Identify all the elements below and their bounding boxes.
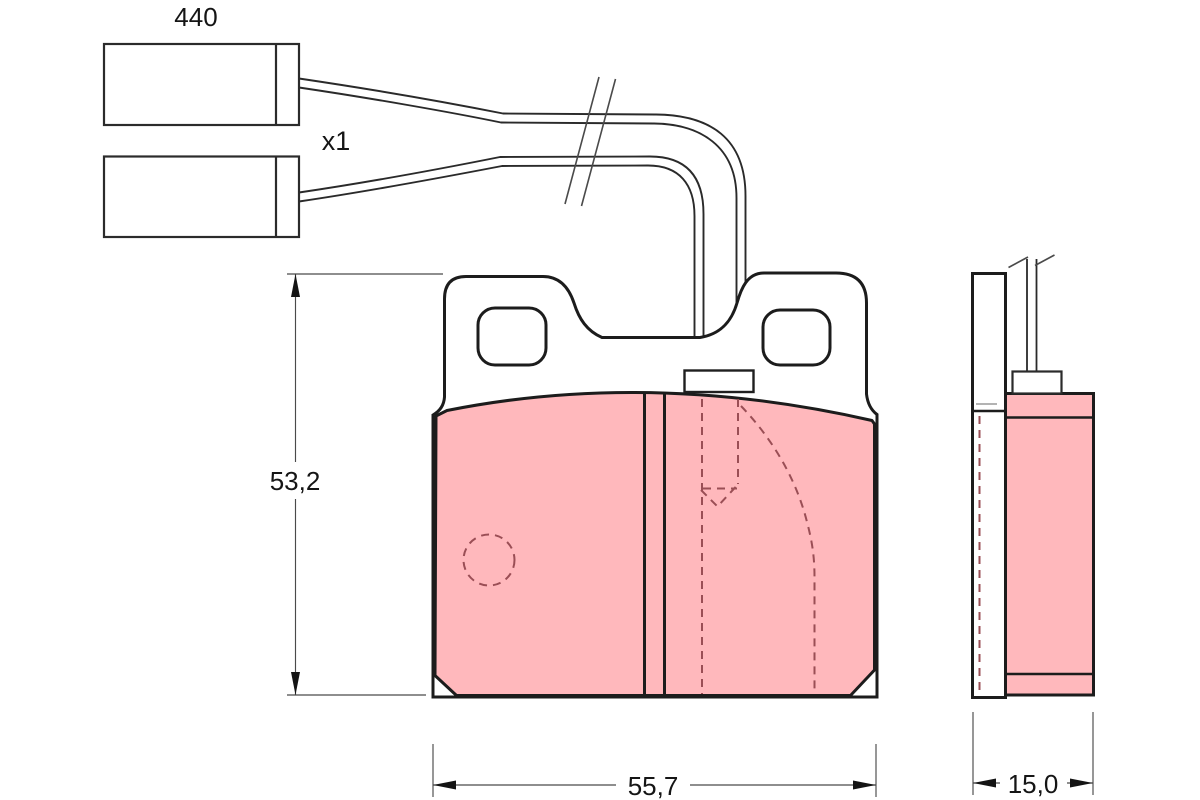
hidden-detail-lines: [462, 399, 816, 694]
backing-plate-side: [971, 272, 1007, 699]
hidden-sensor-tip: [700, 484, 739, 508]
friction-material-side: [1004, 392, 1095, 697]
dimension-pad-height: 53,2: [263, 273, 443, 696]
arrowhead-right: [1070, 778, 1093, 788]
sensor-cable-upper: [298, 77, 747, 370]
arrowhead-up: [291, 274, 300, 297]
sensor-cable-lower: [298, 155, 705, 370]
sensor-cable-side: [1026, 259, 1038, 371]
left-ear-hole: [476, 306, 548, 367]
sensor-connector-top: [102, 42, 301, 127]
arrowhead-left: [433, 780, 456, 790]
arrowhead-right: [853, 780, 876, 790]
quantity-label: x1: [322, 126, 351, 156]
pad-height-label: 53,2: [270, 466, 321, 496]
hidden-wire-path: [740, 405, 816, 693]
sensor-connector-bottom: [102, 155, 301, 239]
arrowhead-left: [973, 778, 996, 788]
pad-front-view: [431, 271, 879, 699]
center-slot-lines: [643, 392, 666, 694]
hidden-bore-circle: [462, 533, 516, 587]
cable-break-marks: [564, 76, 617, 207]
friction-material-front: [433, 391, 876, 697]
wear-sensor-body-side: [1011, 370, 1063, 395]
pad-side-view: [971, 254, 1095, 699]
pad-thickness-label: 15,0: [1008, 769, 1059, 799]
dimension-pad-thickness: 15,0: [972, 712, 1094, 800]
cable-break-marks-side: [1008, 254, 1055, 269]
arrowhead-down: [291, 672, 300, 695]
connector-body: [102, 42, 301, 127]
right-ear-hole: [761, 308, 832, 367]
pad-width-label: 55,7: [628, 771, 679, 800]
connector-body: [102, 155, 301, 239]
cable-length-label: 440: [174, 2, 217, 32]
wear-sensor-body-front: [683, 369, 755, 394]
dimension-pad-width: 55,7: [432, 744, 877, 800]
